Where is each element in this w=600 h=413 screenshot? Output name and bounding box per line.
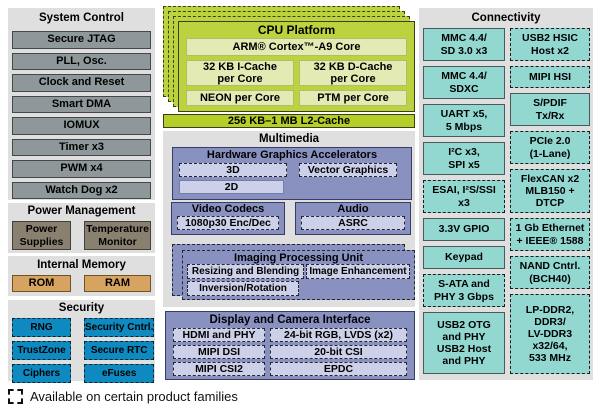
block-resizing-blending: Resizing and Blending bbox=[187, 264, 304, 279]
cpu-platform-stack: CPU Platform ARM® Cortex™-A9 Core 32 KB … bbox=[163, 6, 415, 113]
security-panel: Security RNG Security Cntrl. TrustZone S… bbox=[8, 300, 155, 383]
block-i2c-spi: I²C x3, SPI x5 bbox=[423, 142, 505, 175]
dashed-box-icon bbox=[8, 389, 23, 404]
connectivity-panel: Connectivity MMC 4.4/ SD 3.0 x3 MMC 4.4/… bbox=[419, 8, 593, 380]
block-mipi-hsi: MIPI HSI bbox=[510, 66, 590, 88]
multimedia-panel: Multimedia Hardware Graphics Accelerator… bbox=[163, 131, 415, 307]
block-rgb-lvds: 24-bit RGB, LVDS (x2) bbox=[270, 328, 407, 342]
video-codecs-title: Video Codecs bbox=[191, 203, 265, 215]
block-secure-rtc: Secure RTC bbox=[84, 341, 155, 360]
legend-label: Available on certain product families bbox=[30, 389, 238, 404]
cpu-platform-card: CPU Platform ARM® Cortex™-A9 Core 32 KB … bbox=[178, 21, 415, 112]
block-hdmi-phy: HDMI and PHY bbox=[173, 328, 265, 342]
block-trustzone: TrustZone bbox=[12, 341, 71, 360]
block-security-cntrl: Security Cntrl. bbox=[84, 318, 155, 337]
audio-block: Audio ASRC bbox=[295, 202, 411, 235]
block-dcache: 32 KB D-Cache per Core bbox=[299, 60, 407, 86]
video-codecs-block: Video Codecs 1080p30 Enc/Dec bbox=[171, 202, 285, 235]
ipu-title: Imaging Processing Unit bbox=[234, 252, 363, 264]
block-pll-osc: PLL, Osc. bbox=[12, 52, 151, 70]
block-ciphers: Ciphers bbox=[12, 364, 71, 383]
block-usb2-otg-host: USB2 OTG and PHY USB2 Host and PHY bbox=[423, 312, 505, 374]
block-ram: RAM bbox=[84, 275, 151, 292]
block-power-supplies: Power Supplies bbox=[12, 221, 71, 250]
block-ptm: PTM per Core bbox=[299, 90, 407, 106]
block-gpio: 3.3V GPIO bbox=[423, 218, 505, 241]
block-epdc: EPDC bbox=[270, 362, 407, 376]
block-clock-reset: Clock and Reset bbox=[12, 74, 151, 92]
internal-memory-title: Internal Memory bbox=[37, 259, 126, 271]
block-asrc: ASRC bbox=[301, 216, 405, 230]
block-l2-cache: 256 KB–1 MB L2-Cache bbox=[163, 114, 415, 128]
system-control-title: System Control bbox=[39, 12, 124, 24]
block-gb-ethernet: 1 Gb Ethernet + IEEE® 1588 bbox=[510, 218, 590, 251]
audio-title: Audio bbox=[337, 203, 369, 215]
block-spdif: S/PDIF Tx/Rx bbox=[510, 93, 590, 126]
block-efuses: eFuses bbox=[84, 364, 155, 383]
block-usb2-hsic: USB2 HSIC Host x2 bbox=[510, 28, 590, 61]
block-timer: Timer x3 bbox=[12, 138, 151, 156]
block-pcie: PCIe 2.0 (1-Lane) bbox=[510, 131, 590, 164]
power-management-panel: Power Management Power Supplies Temperat… bbox=[8, 203, 155, 253]
block-neon: NEON per Core bbox=[186, 90, 294, 106]
security-title: Security bbox=[58, 302, 105, 314]
block-mipi-csi2: MIPI CSI2 bbox=[173, 362, 265, 376]
cpu-platform-title: CPU Platform bbox=[257, 23, 336, 37]
block-mmc-sd: MMC 4.4/ SD 3.0 x3 bbox=[423, 28, 505, 61]
block-keypad: Keypad bbox=[423, 246, 505, 269]
hw-graphics-accelerators-block: Hardware Graphics Accelerators 3D Vector… bbox=[172, 147, 412, 200]
block-lpddr2-ddr3: LP-DDR2, DDR3/ LV-DDR3 x32/64, 533 MHz bbox=[510, 294, 590, 374]
block-arm-cortex-a9: ARM® Cortex™-A9 Core bbox=[186, 38, 407, 56]
block-gpu-3d: 3D bbox=[179, 163, 287, 177]
power-management-title: Power Management bbox=[27, 205, 136, 217]
connectivity-title: Connectivity bbox=[471, 12, 541, 24]
block-icache: 32 KB I-Cache per Core bbox=[186, 60, 294, 86]
block-inversion-rotation: Inversion/Rotation bbox=[187, 281, 299, 296]
block-sata-phy: S-ATA and PHY 3 Gbps bbox=[423, 274, 505, 307]
ipu-card: Imaging Processing Unit Resizing and Ble… bbox=[182, 250, 415, 300]
block-temperature-monitor: Temperature Monitor bbox=[84, 221, 151, 250]
hw-graphics-title: Hardware Graphics Accelerators bbox=[206, 149, 378, 161]
block-1080p30-enc-dec: 1080p30 Enc/Dec bbox=[177, 216, 279, 230]
block-secure-jtag: Secure JTAG bbox=[12, 31, 151, 49]
block-flexcan-mlb: FlexCAN x2 MLB150 + DTCP bbox=[510, 169, 590, 213]
multimedia-title: Multimedia bbox=[258, 133, 320, 145]
display-camera-block: Display and Camera Interface HDMI and PH… bbox=[165, 311, 415, 380]
display-camera-title: Display and Camera Interface bbox=[209, 314, 371, 326]
block-gpu-2d: 2D bbox=[179, 180, 284, 194]
block-mipi-dsi: MIPI DSI bbox=[173, 345, 265, 359]
block-esai-i2s-ssi: ESAI, I²S/SSI x3 bbox=[423, 180, 505, 213]
block-rng: RNG bbox=[12, 318, 71, 337]
block-smart-dma: Smart DMA bbox=[12, 95, 151, 113]
block-rom: ROM bbox=[12, 275, 71, 292]
block-nand-cntrl: NAND Cntrl. (BCH40) bbox=[510, 256, 590, 289]
block-mmc-sdxc: MMC 4.4/ SDXC bbox=[423, 66, 505, 99]
legend: Available on certain product families bbox=[8, 389, 238, 404]
block-20bit-csi: 20-bit CSI bbox=[270, 345, 407, 359]
block-iomux: IOMUX bbox=[12, 117, 151, 135]
block-pwm: PWM x4 bbox=[12, 160, 151, 178]
block-watchdog: Watch Dog x2 bbox=[12, 181, 151, 199]
block-image-enhancement: Image Enhancement bbox=[306, 264, 410, 279]
block-vector-graphics: Vector Graphics bbox=[299, 163, 397, 177]
block-uart: UART x5, 5 Mbps bbox=[423, 104, 505, 137]
internal-memory-panel: Internal Memory ROM RAM bbox=[8, 256, 155, 296]
system-control-panel: System Control Secure JTAG PLL, Osc. Clo… bbox=[8, 8, 155, 200]
